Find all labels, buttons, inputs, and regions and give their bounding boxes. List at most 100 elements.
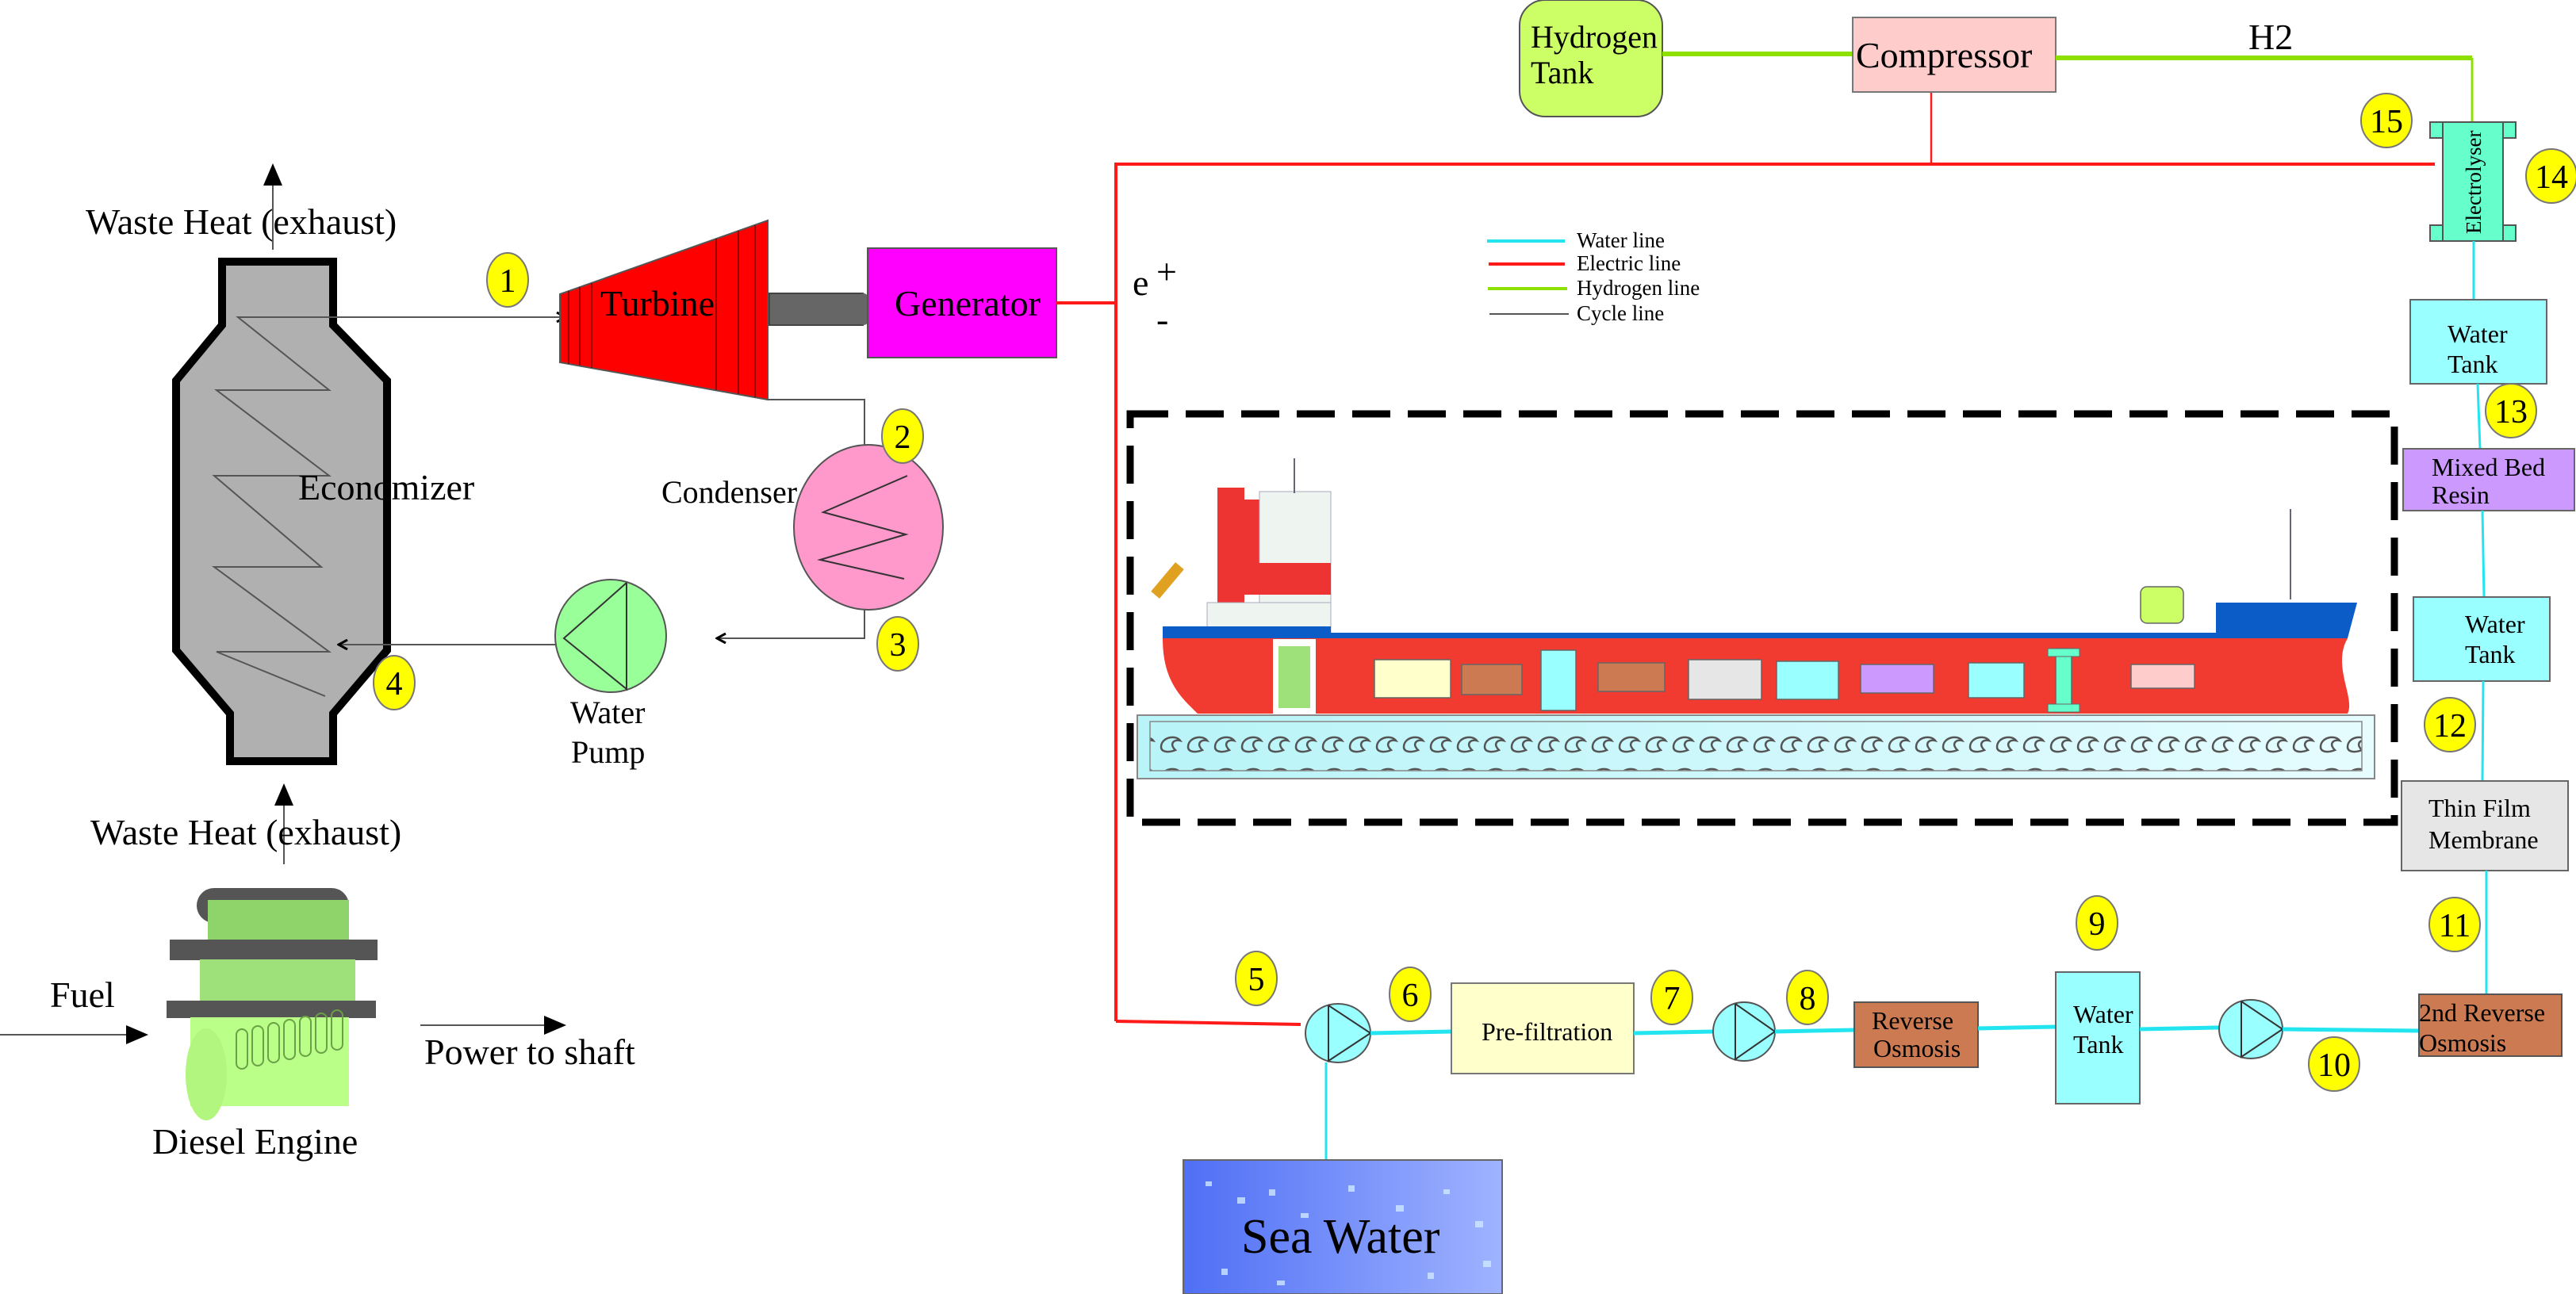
- water-line-pump2-ro: [1774, 1028, 1855, 1034]
- water-line-pump1-prefilter: [1370, 1029, 1452, 1036]
- ship-ro2-mini: [1597, 662, 1666, 692]
- state-point-label: 7: [1664, 981, 1681, 1017]
- thin-film-membrane-box: [2401, 780, 2569, 871]
- power-to-shaft-label: Power to shaft: [424, 1032, 635, 1072]
- economizer: Economizer: [172, 258, 474, 765]
- fuel-label: Fuel: [50, 974, 115, 1015]
- ship-electrolyser-cap: [2047, 703, 2080, 713]
- electrolyser-body: [2442, 121, 2504, 242]
- water-pump-label-line1: Water: [570, 695, 646, 730]
- condenser-label: Condenser: [661, 474, 797, 510]
- water-tank-bottom: Water Tank: [2055, 971, 2141, 1104]
- state-point-8: 8: [1786, 970, 1829, 1025]
- ship-lifeboat: [1151, 562, 1184, 599]
- state-point-7: 7: [1650, 970, 1693, 1025]
- sea-water-label: Sea Water: [1241, 1210, 1440, 1264]
- water-tank-top-label-line2: Tank: [2448, 350, 2498, 378]
- legend-label-water: Water line: [1577, 228, 1665, 252]
- water-line-membrane-tank: [2481, 680, 2485, 782]
- mixed-bed-resin: Mixed Bed Resin: [2402, 448, 2575, 511]
- ship-electrolyser-cap: [2047, 648, 2080, 657]
- pre-filtration-label: Pre-filtration: [1482, 1017, 1612, 1046]
- water-tank-top-label-line1: Water: [2448, 320, 2508, 348]
- waste-heat-top-label: Waste Heat (exhaust): [86, 201, 397, 242]
- ship-funnel-2: [1244, 500, 1259, 563]
- state-point-label: 5: [1248, 962, 1265, 998]
- state-point-label: 6: [1402, 978, 1419, 1014]
- state-point-15: 15: [2360, 93, 2413, 148]
- ship-electrolyser-mini: [2055, 648, 2072, 713]
- electron-plus: +: [1156, 251, 1177, 292]
- compressor-box: [1852, 17, 2057, 93]
- reverse-osmosis-box: [1853, 1001, 1979, 1068]
- sea-water: Sea Water: [1183, 1159, 1503, 1294]
- water-pump: Water Pump: [554, 579, 667, 770]
- water-tank-middle-label-line2: Tank: [2465, 640, 2516, 668]
- seawater-pump: [1305, 1003, 1372, 1063]
- thin-film-membrane: Thin Film Membrane: [2401, 780, 2569, 871]
- ship-ro-mini: [1461, 664, 1523, 695]
- ship-overview: [1126, 410, 2398, 826]
- engine-doors: [236, 1009, 343, 1070]
- state-point-9: 9: [2076, 895, 2118, 951]
- water-line-tank-resin: [2481, 510, 2486, 598]
- compressor-label: Compressor: [1856, 35, 2032, 75]
- ro2-feed-pump-symbol: [2241, 1001, 2284, 1059]
- seawater-pump-symbol: [1328, 1005, 1372, 1062]
- state-point-12: 12: [2424, 697, 2476, 752]
- water-tank-bottom-label-line1: Water: [2073, 1000, 2133, 1028]
- ship-compressor-mini: [2130, 664, 2195, 689]
- hydrogen-tank-box: [1519, 0, 1663, 117]
- water-tank-bottom-label-line2: Tank: [2073, 1030, 2124, 1059]
- water-tank-top: Water Tank: [2409, 299, 2547, 385]
- thin-film-membrane-label-line2: Membrane: [2428, 825, 2539, 854]
- condenser-body: [793, 444, 944, 611]
- water-tank-middle-label-line1: Water: [2465, 610, 2525, 638]
- state-point-label: 4: [386, 666, 403, 703]
- engine-platform-upper: [170, 940, 378, 960]
- economizer-body: [172, 258, 391, 765]
- engine-platform-lower: [167, 1001, 376, 1018]
- ship-engine-mini: [1278, 646, 1310, 708]
- sea-water-bubbles: [1206, 1181, 1491, 1285]
- state-point-label: 15: [2370, 104, 2403, 140]
- hydrogen-tank: Hydrogen Tank: [1519, 0, 1663, 117]
- turbine-generator-shaft: [769, 293, 864, 326]
- state-point-circle: [2076, 895, 2118, 951]
- state-point-label: 14: [2535, 159, 2568, 196]
- electrolyser-label: Electrolyser: [2462, 131, 2486, 234]
- state-point-circle: [2308, 1036, 2360, 1092]
- reverse-osmosis: Reverse Osmosis: [1853, 1001, 1979, 1068]
- legend-label-cycle: Cycle line: [1577, 301, 1664, 325]
- water-tank-bottom-box: [2055, 971, 2141, 1104]
- mixed-bed-resin-label-line1: Mixed Bed: [2432, 453, 2545, 481]
- generator: Generator: [867, 247, 1057, 358]
- state-point-11: 11: [2428, 897, 2481, 952]
- second-reverse-osmosis-box: [2418, 993, 2563, 1057]
- pre-filtration-box: [1451, 982, 1635, 1074]
- h2-label: H2: [2248, 17, 2293, 57]
- generator-label: Generator: [895, 283, 1041, 324]
- state-point-label: 3: [890, 627, 907, 664]
- ro-feed-pump: [1712, 1001, 1777, 1062]
- condenser-coil: [817, 475, 909, 580]
- state-point-label: 1: [500, 263, 516, 300]
- reverse-osmosis-label-line1: Reverse: [1872, 1006, 1953, 1035]
- hydrogen-tank-label-line2: Tank: [1531, 55, 1593, 90]
- electric-bus-main: [1114, 163, 2435, 1021]
- water-line-tank-pump3: [2139, 1025, 2220, 1032]
- electrolyser: Electrolyser: [2429, 121, 2517, 242]
- diesel-engine-image: [167, 888, 378, 1120]
- state-point-circle: [876, 616, 919, 672]
- pre-filtration: Pre-filtration: [1451, 982, 1635, 1074]
- ship-tank3-mini: [1968, 662, 2025, 699]
- ro2-feed-pump: [2218, 999, 2284, 1059]
- state-point-label: 9: [2089, 906, 2106, 943]
- water-line-prefilter-pump2: [1633, 1029, 1714, 1036]
- state-point-circle: [881, 408, 924, 464]
- thin-film-membrane-label-line1: Thin Film: [2428, 794, 2531, 822]
- state-point-circle: [486, 252, 529, 308]
- water-line-pump3-ro2: [2282, 1027, 2420, 1033]
